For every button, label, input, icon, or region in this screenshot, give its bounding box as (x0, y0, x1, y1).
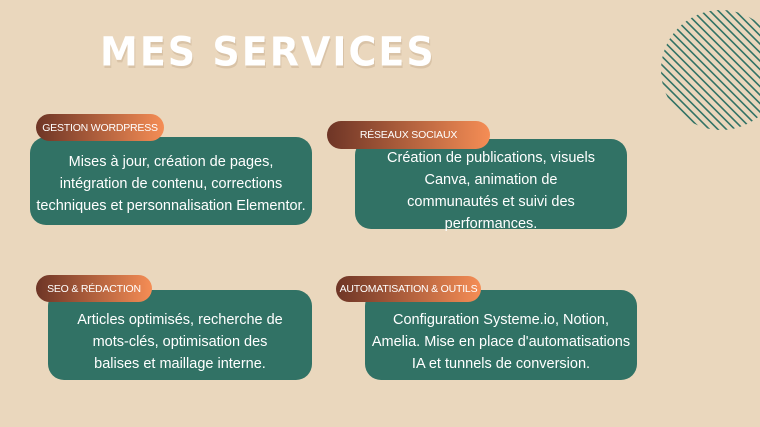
stripe-line (661, 10, 755, 130)
stripe-line (715, 10, 760, 130)
page-title: MES SERVICES (100, 28, 436, 76)
stripe-line (706, 10, 760, 130)
service-card-automation: Configuration Systeme.io, Notion, Amelia… (365, 290, 637, 380)
stripe-line (689, 10, 760, 130)
stripe-line (661, 10, 760, 130)
stripe-line (661, 10, 704, 130)
service-label-automation: AUTOMATISATION & OUTILS (336, 276, 481, 302)
service-label-wordpress: GESTION WORDPRESS (36, 114, 164, 141)
service-card-social: Création de publications, visuels Canva,… (355, 139, 627, 232)
service-card-seo: Articles optimisés, recherche de mots-cl… (48, 290, 312, 380)
stripe-line (661, 10, 738, 130)
service-card-wordpress: Mises à jour, création de pages, intégra… (30, 137, 312, 225)
stripe-line (661, 10, 662, 130)
stripe-line (723, 10, 760, 130)
stripe-line (661, 10, 713, 130)
service-description: Création de publications, visuels Canva,… (387, 150, 595, 232)
stripe-line (661, 10, 721, 130)
stripe-line (661, 10, 687, 130)
stripe-line (661, 10, 760, 130)
service-description: Articles optimisés, recherche de mots-cl… (77, 312, 283, 372)
striped-circle-decoration (661, 10, 760, 130)
stripe-line (732, 10, 760, 130)
service-description: Mises à jour, création de pages, intégra… (36, 154, 306, 214)
stripe-line (661, 10, 747, 130)
stripe-line (664, 10, 760, 130)
service-label-social: RÉSEAUX SOCIAUX (327, 121, 490, 149)
stripe-line (661, 10, 730, 130)
stripe-line (672, 10, 760, 130)
stripe-line (698, 10, 760, 130)
service-label-seo: SEO & RÉDACTION (36, 275, 152, 302)
stripe-line (681, 10, 760, 130)
service-description: Configuration Systeme.io, Notion, Amelia… (371, 312, 631, 372)
